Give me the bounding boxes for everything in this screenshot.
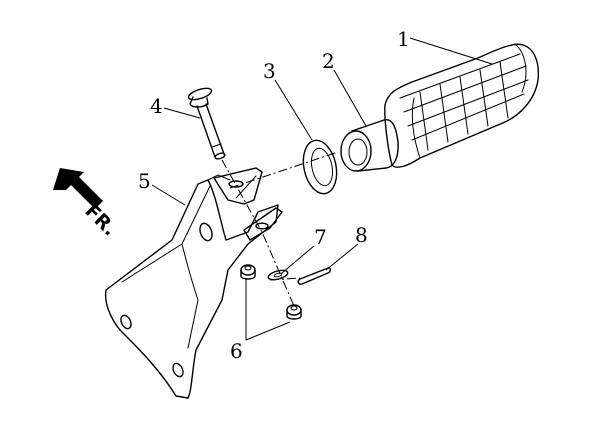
- part-7-small-washer: [267, 269, 289, 281]
- callout-7: 7: [314, 225, 327, 249]
- leader-2: [333, 69, 367, 127]
- part-1-footrest-rubber: [384, 43, 540, 168]
- callout-2: 2: [322, 49, 335, 73]
- leader-lines: [151, 37, 493, 341]
- leader-4: [163, 107, 201, 119]
- cotter-pin-centerline: [269, 277, 301, 281]
- part-3-washer: [302, 139, 338, 195]
- pin-axis-centerline: [221, 159, 295, 307]
- part-6-bolt-upper: [240, 264, 256, 280]
- callout-4: 4: [150, 94, 163, 118]
- callout-6: 6: [230, 339, 243, 363]
- leader-3: [274, 79, 313, 141]
- leader-7: [281, 245, 315, 274]
- callout-1: 1: [397, 27, 410, 51]
- part-5-bracket: [104, 167, 283, 399]
- leader-6-lower: [245, 321, 291, 341]
- part-2-footrest-sleeve: [340, 119, 399, 172]
- leader-1: [409, 37, 493, 65]
- callout-3: 3: [263, 59, 276, 83]
- front-direction-label: FR.: [80, 200, 120, 240]
- callout-8: 8: [355, 223, 368, 247]
- horizontal-axis-centerline: [229, 151, 339, 189]
- part-4-pivot-pin: [187, 87, 226, 160]
- part-6-bolt-lower: [286, 304, 302, 320]
- leader-5: [151, 184, 186, 206]
- part-8-cotter-pin: [297, 267, 331, 285]
- front-direction-arrow: FR.: [53, 168, 121, 240]
- callout-5: 5: [138, 169, 151, 193]
- front-arrow-icon: [53, 168, 103, 209]
- leader-8: [325, 243, 359, 271]
